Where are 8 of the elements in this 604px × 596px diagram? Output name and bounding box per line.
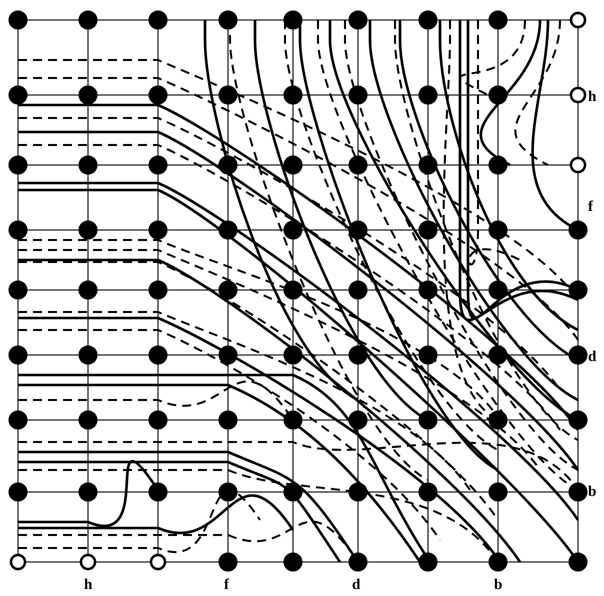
axis-label: b	[588, 484, 596, 500]
axis-label: h	[588, 89, 596, 105]
axis-label: d	[352, 577, 360, 593]
axis-label: d	[588, 349, 596, 365]
axis-label: h	[84, 577, 92, 593]
axis-label: f	[224, 577, 229, 593]
axis-label: b	[494, 577, 502, 593]
axis-label: f	[588, 199, 593, 215]
